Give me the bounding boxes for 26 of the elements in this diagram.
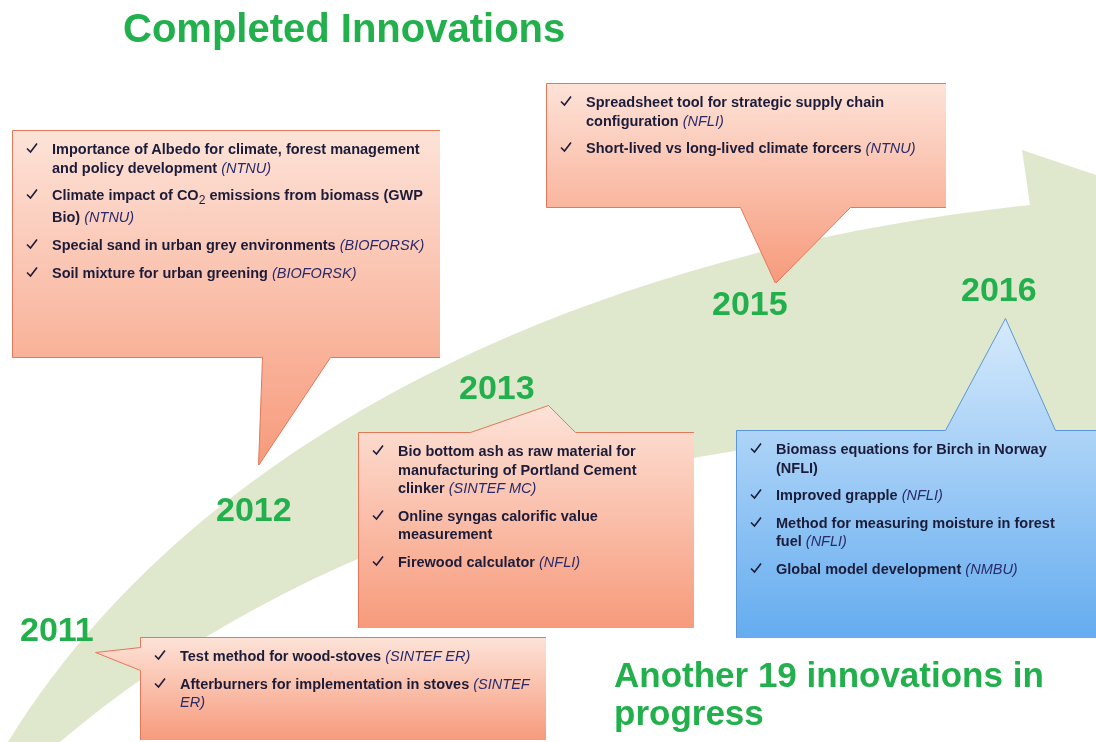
year-label: 2013	[459, 368, 535, 407]
list-item: Test method for wood-stoves (SINTEF ER)	[180, 647, 471, 666]
year-label: 2012	[216, 490, 292, 529]
list-item: Soil mixture for urban greening (BIOFORSK)	[52, 263, 357, 283]
list-item: Global model development (NMBU)	[776, 559, 1018, 579]
list-item: Afterburners for implementation in stoves (SINTEF ER)	[180, 674, 532, 712]
year-label: 2016	[961, 270, 1037, 309]
list-item: Bio bottom ash as raw material for manufacturing of Portland Cement clinker (SINTEF MC)	[398, 442, 638, 498]
list-item: Short-lived vs long-lived climate forcers (NTNU)	[586, 139, 916, 158]
callout-box	[358, 405, 694, 628]
year-label: 2011	[20, 610, 94, 649]
callout-box	[95, 637, 546, 740]
list-item: Method for measuring moisture in forest fuel (NFLI)	[776, 513, 1056, 551]
list-item: Improved grapple (NFLI)	[776, 486, 943, 505]
list-item: Spreadsheet tool for strategic supply chain configuration (NFLI)	[586, 93, 886, 131]
list-item: Firewood calculator (NFLI)	[398, 552, 581, 572]
year-label: 2015	[712, 284, 788, 323]
list-item: Biomass equations for Birch in Norway (NFLI)	[776, 440, 1048, 478]
list-item: Climate impact of CO$_{2}$ emissions from biomass (GWP Bio) (NTNU)	[52, 186, 424, 227]
list-item: Special sand in urban grey environments (BIOFORSK)	[52, 236, 425, 255]
note-text: Another 19 innovations in progress	[614, 656, 1045, 732]
list-item: Importance of Albedo for climate, forest management and policy development (NTNU)	[52, 140, 421, 178]
list-item: Online syngas calorific value measurement	[398, 506, 599, 544]
title: Completed Innovations	[123, 6, 566, 51]
callout-box	[546, 83, 946, 283]
callout-box	[736, 318, 1096, 638]
